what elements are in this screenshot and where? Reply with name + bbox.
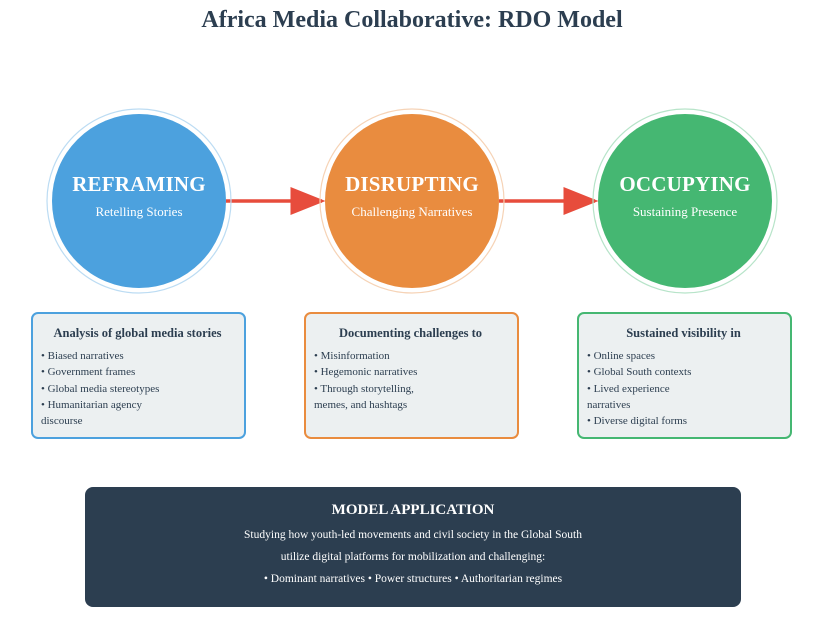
stage-subtitle: Challenging Narratives	[351, 204, 473, 219]
stage-fill	[598, 114, 772, 288]
detail-item: memes, and hashtags	[314, 398, 408, 411]
stage-ring	[46, 108, 232, 294]
detail-box-occupying: Sustained visibility in • Online spaces …	[577, 312, 792, 439]
detail-item: • Lived experience	[587, 382, 670, 395]
stage-circle-disrupting	[319, 108, 505, 294]
detail-item: • Diverse digital forms	[587, 415, 688, 428]
stage-fill	[325, 114, 499, 288]
detail-item: • Government frames	[41, 366, 136, 379]
detail-box-list: • Online spaces • Global South contexts …	[587, 348, 780, 429]
page-title: Africa Media Collaborative: RDO Model	[201, 7, 623, 33]
detail-item: • Global South contexts	[587, 366, 692, 379]
stage-name: OCCUPYING	[619, 172, 751, 196]
detail-box-disrupting: Documenting challenges to • Misinformati…	[304, 312, 519, 439]
stage-circle-occupying	[592, 108, 778, 294]
detail-box-title: Analysis of global media stories	[53, 326, 222, 340]
detail-item: • Global media stereotypes	[41, 382, 160, 395]
detail-item: • Biased narratives	[41, 350, 124, 362]
stage-subtitle: Sustaining Presence	[632, 204, 738, 219]
stage-name: REFRAMING	[72, 172, 206, 196]
detail-box-list: • Biased narratives • Government frames …	[41, 348, 234, 429]
stage-name: DISRUPTING	[345, 172, 479, 196]
model-application-title: MODEL APPLICATION	[331, 502, 495, 518]
detail-item: • Humanitarian agency	[41, 398, 142, 411]
detail-box-reframing: Analysis of global media stories • Biase…	[31, 312, 246, 439]
model-application-line: Studying how youth-led movements and civ…	[244, 529, 582, 541]
detail-item: discourse	[41, 415, 83, 428]
stage-subtitle: Retelling Stories	[95, 204, 183, 219]
stage-fill	[52, 114, 226, 288]
stage-label-disrupting: DISRUPTING Challenging Narratives	[325, 171, 499, 221]
detail-item: • Through storytelling,	[314, 382, 414, 395]
detail-box-title: Documenting challenges to	[338, 326, 483, 340]
detail-item: • Online spaces	[587, 350, 655, 362]
stage-label-reframing: REFRAMING Retelling Stories	[52, 171, 226, 221]
detail-item: • Hegemonic narratives	[314, 366, 418, 379]
detail-box-title: Sustained visibility in	[626, 326, 741, 340]
detail-box-list: • Misinformation • Hegemonic narratives …	[314, 348, 507, 413]
model-application-panel: MODEL APPLICATION Studying how youth-led…	[85, 487, 741, 607]
detail-item: narratives	[587, 398, 631, 411]
stage-circle-reframing	[46, 108, 232, 294]
model-application-line: utilize digital platforms for mobilizati…	[280, 551, 546, 563]
stage-label-occupying: OCCUPYING Sustaining Presence	[598, 171, 772, 221]
model-application-line: • Dominant narratives • Power structures…	[263, 573, 563, 585]
stage-ring	[319, 108, 505, 294]
stage-ring	[592, 108, 778, 294]
detail-item: • Misinformation	[314, 350, 390, 362]
